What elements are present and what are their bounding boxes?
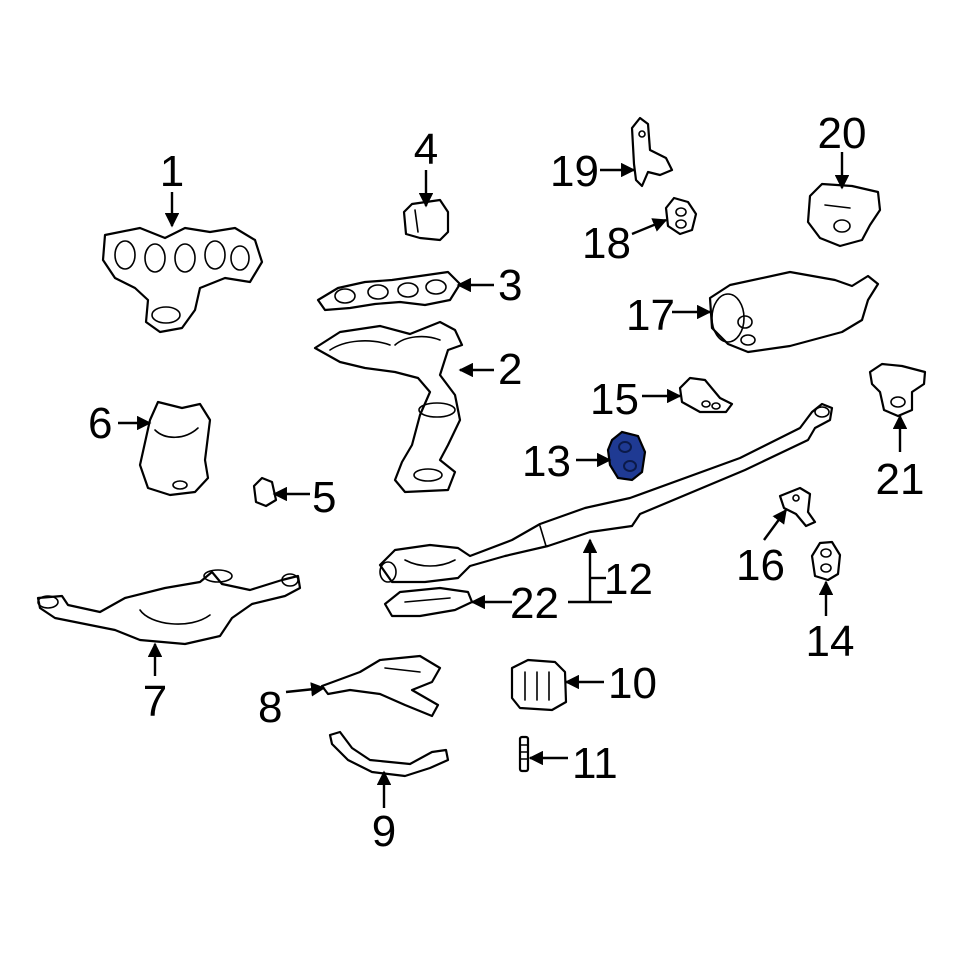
- callout-22: 22: [510, 579, 559, 628]
- callout-21: 21: [876, 455, 925, 504]
- callout-3: 3: [498, 261, 522, 310]
- callout-1: 1: [160, 147, 184, 196]
- part-9-support[interactable]: [328, 730, 450, 778]
- callout-4: 4: [414, 125, 438, 174]
- callout-numbers: 1 2 3 4 5 6 7 8 9 10 11 12 13 14 15 16 1…: [88, 109, 924, 856]
- callout-9: 9: [372, 807, 396, 856]
- part-14-rubber-ring[interactable]: [810, 540, 842, 582]
- callout-10: 10: [608, 659, 657, 708]
- callout-20: 20: [818, 109, 867, 158]
- part-8-bracket[interactable]: [320, 654, 442, 718]
- callout-15: 15: [590, 375, 639, 424]
- leader-18: [631, 218, 668, 236]
- callout-13: 13: [522, 437, 571, 486]
- callout-14: 14: [806, 617, 855, 666]
- part-1-exhaust-manifold[interactable]: [101, 226, 264, 334]
- part-12-center-pipe[interactable]: [378, 402, 834, 584]
- callout-8: 8: [258, 683, 282, 732]
- part-2-rear-manifold[interactable]: [313, 320, 464, 494]
- part-11-stud[interactable]: [518, 735, 530, 773]
- callout-7: 7: [143, 677, 167, 726]
- part-21-hanger[interactable]: [868, 362, 927, 418]
- part-18-rubber-mount[interactable]: [664, 196, 698, 236]
- callout-17: 17: [626, 291, 675, 340]
- callout-12: 12: [604, 555, 653, 604]
- callout-lines: [118, 152, 908, 808]
- leader-8: [285, 682, 326, 697]
- part-15-hanger[interactable]: [678, 376, 734, 414]
- part-16-bracket[interactable]: [778, 486, 817, 528]
- part-6-manifold-heat-shield[interactable]: [138, 400, 212, 497]
- part-7-front-pipe[interactable]: [36, 569, 302, 646]
- callout-2: 2: [498, 345, 522, 394]
- callout-18: 18: [582, 219, 631, 268]
- callout-11: 11: [572, 739, 618, 788]
- callout-16: 16: [736, 541, 785, 590]
- part-20-bracket-assembly[interactable]: [806, 182, 882, 248]
- callout-6: 6: [88, 399, 112, 448]
- part-3-manifold-gasket[interactable]: [316, 270, 462, 312]
- part-5-clip[interactable]: [252, 476, 278, 508]
- part-22-heat-shield[interactable]: [383, 586, 474, 618]
- part-13-rubber-hanger-highlighted[interactable]: [606, 430, 647, 482]
- part-19-bracket[interactable]: [630, 116, 674, 188]
- leader-16: [763, 508, 787, 541]
- part-17-muffler[interactable]: [708, 270, 880, 354]
- callout-5: 5: [312, 473, 336, 522]
- part-10-heat-insulator[interactable]: [510, 658, 568, 712]
- callout-19: 19: [550, 147, 599, 196]
